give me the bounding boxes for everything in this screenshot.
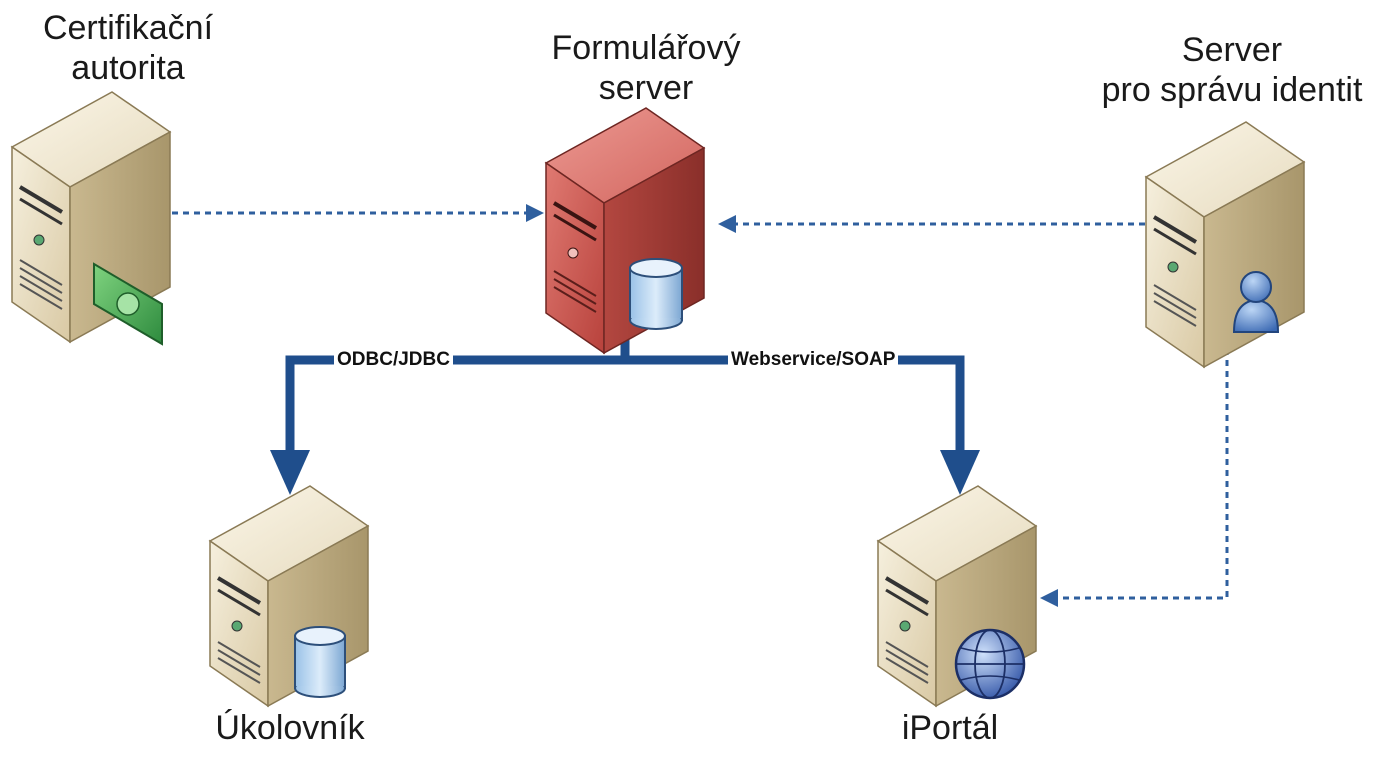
user-icon bbox=[1232, 271, 1280, 333]
server-ukolovnik bbox=[208, 485, 370, 708]
label-ca-line2: autorita bbox=[71, 49, 185, 87]
arrowhead-icon bbox=[718, 215, 736, 233]
label-ca: Certifikační autorita bbox=[43, 8, 213, 88]
arrowhead-icon bbox=[1040, 589, 1058, 607]
label-form-line2: server bbox=[598, 69, 694, 107]
server-iportal bbox=[876, 485, 1038, 708]
label-identity-line2: pro správu identit bbox=[1101, 71, 1363, 109]
label-iportal: iPortál bbox=[902, 708, 998, 748]
globe-icon bbox=[954, 628, 1026, 700]
database-icon bbox=[629, 258, 683, 330]
server-ca bbox=[10, 91, 172, 346]
server-identity bbox=[1144, 121, 1306, 369]
solid-connector-to-ukolovnik bbox=[285, 355, 625, 455]
arrowhead-icon bbox=[526, 204, 544, 222]
server-form bbox=[544, 107, 706, 355]
label-ukolovnik: Úkolovník bbox=[215, 708, 364, 748]
certificate-icon bbox=[93, 262, 163, 346]
label-identity-server: Server pro správu identit bbox=[1102, 30, 1363, 110]
dashed-connector-id-to-iportal bbox=[1058, 338, 1229, 600]
label-identity-line1: Server bbox=[1181, 31, 1283, 69]
label-ca-line1: Certifikační bbox=[42, 9, 214, 47]
database-icon bbox=[294, 626, 346, 698]
label-form-server: Formulářový server bbox=[552, 28, 741, 108]
label-form-line1: Formulářový bbox=[551, 29, 741, 67]
connection-label-webservice: Webservice/SOAP bbox=[728, 349, 899, 371]
label-ukolovnik-text: Úkolovník bbox=[215, 709, 365, 747]
arrowhead-icon bbox=[270, 450, 310, 495]
solid-connector-to-iportal bbox=[625, 355, 965, 455]
arrowhead-icon bbox=[940, 450, 980, 495]
label-iportal-text: iPortál bbox=[901, 709, 999, 747]
connection-label-odbc: ODBC/JDBC bbox=[334, 349, 453, 371]
